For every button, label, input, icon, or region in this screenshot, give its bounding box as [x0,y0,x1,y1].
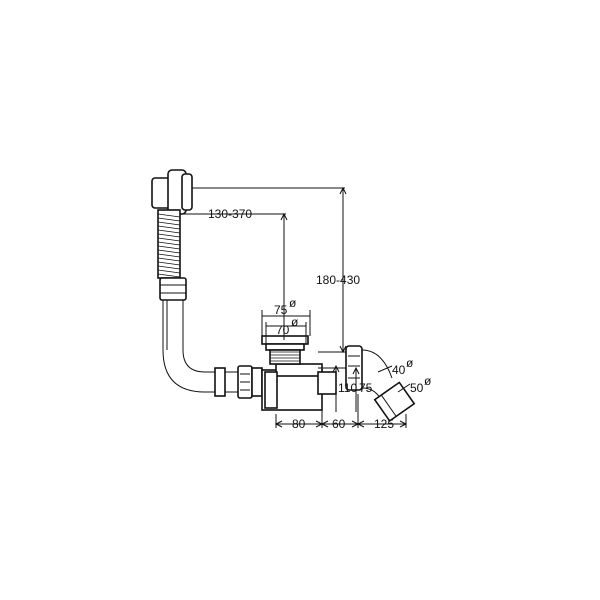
label-75-height: 75 [359,381,373,395]
label-130-370: 130-370 [208,207,252,221]
diameter-symbol-40: ø [406,356,414,370]
hose-coupling [159,277,187,301]
overflow-pipe [162,300,238,393]
label-70-diameter: 70 [276,323,290,337]
label-180-430: 180-430 [316,273,360,287]
diameter-symbol-70: ø [291,315,299,329]
waste-plug [261,335,309,365]
label-75-diameter: 75 [274,303,288,317]
dimension-lines [180,186,411,428]
diameter-symbol-75: ø [289,296,297,310]
label-50-diameter: 50 [410,381,424,395]
overflow-head [151,169,193,215]
dimension-labels: 130-370 180-430 75 ø 70 ø 110 75 40 ø 50… [208,207,432,431]
label-60: 60 [332,417,346,431]
overflow-union-nut [214,365,263,399]
outlet-elbow [318,345,416,423]
trap-body [261,363,337,411]
label-80: 80 [292,417,306,431]
label-125: 125 [374,417,394,431]
label-110: 110 [338,381,357,395]
diameter-symbol-50: ø [424,374,432,388]
label-40-diameter: 40 [392,363,406,377]
flexible-hose [157,209,181,279]
